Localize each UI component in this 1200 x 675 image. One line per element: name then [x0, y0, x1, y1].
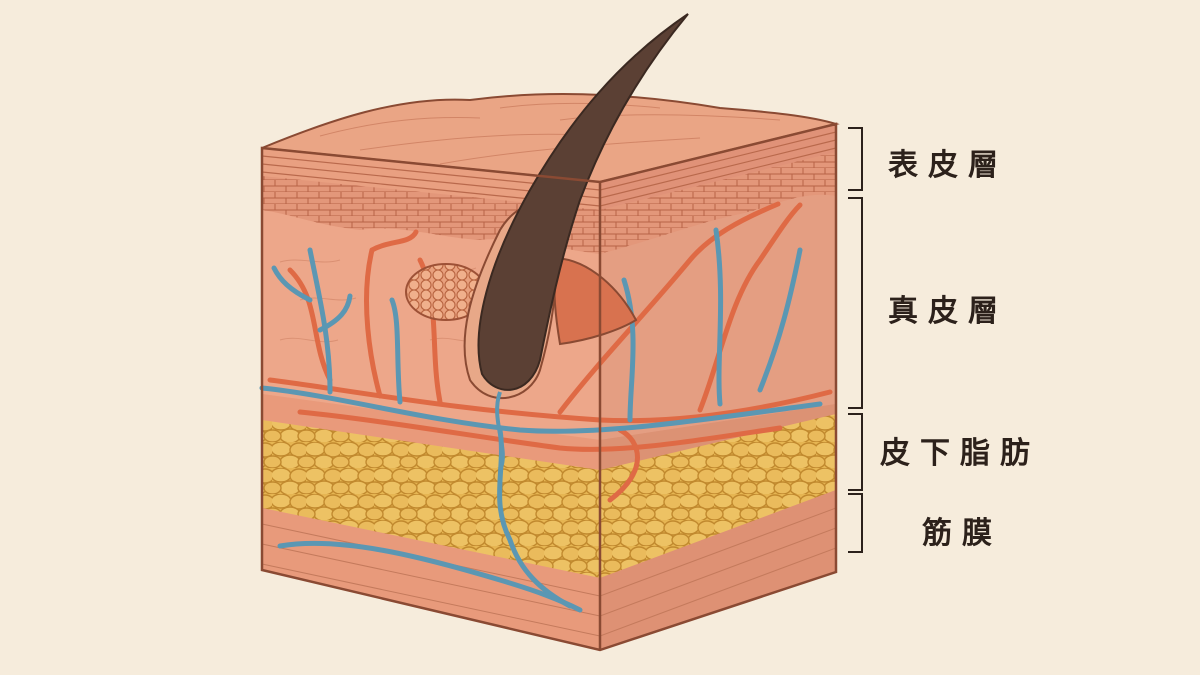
epidermis-label: 表皮層 [888, 148, 1008, 183]
top-surface [261, 93, 840, 184]
layer-brackets [848, 127, 863, 553]
arteries [267, 201, 833, 503]
subcutaneous-fat-label: 皮下脂肪 [880, 436, 1040, 471]
epidermis-bracket [848, 127, 863, 191]
dermis-label: 真皮層 [888, 294, 1008, 329]
subcutaneous-bracket [848, 413, 863, 491]
block-outline [260, 122, 838, 652]
hair-shaft [477, 13, 689, 391]
dermis-bracket [848, 197, 863, 409]
fascia-label: 筋膜 [922, 516, 1002, 551]
nerve-fiber [495, 391, 505, 471]
veins [259, 227, 823, 613]
fascia-bracket [848, 493, 863, 553]
